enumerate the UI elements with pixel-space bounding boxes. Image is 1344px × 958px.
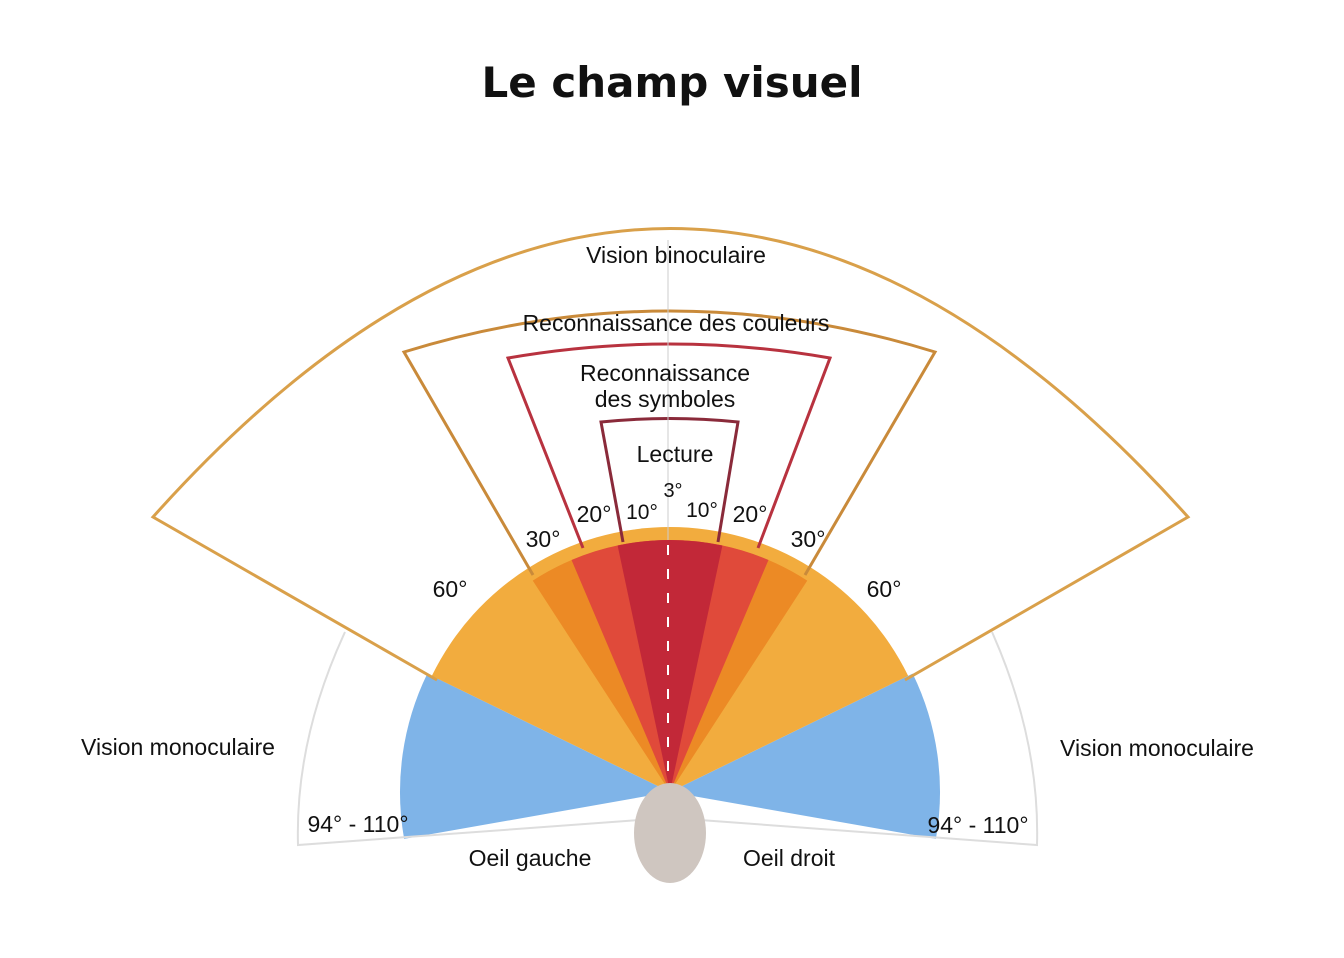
label-3deg: 3° xyxy=(663,480,682,502)
label-30deg-left: 30° xyxy=(526,526,561,552)
reading-outline xyxy=(599,417,740,543)
head-icon xyxy=(634,783,706,883)
label-symbols-2: des symboles xyxy=(595,386,736,412)
label-20deg-left: 20° xyxy=(577,501,612,527)
monocular-right-outline xyxy=(699,631,1039,847)
label-range-right: 94° - 110° xyxy=(927,812,1028,838)
label-60deg-right: 60° xyxy=(867,576,902,602)
symbols-outline xyxy=(505,342,833,549)
monocular-left-outline xyxy=(296,631,641,847)
label-colors: Reconnaissance des couleurs xyxy=(523,310,830,336)
label-60deg-left: 60° xyxy=(433,576,468,602)
binocular-outline xyxy=(150,227,1191,682)
monocular-right-sector xyxy=(670,673,940,839)
label-20deg-right: 20° xyxy=(733,501,768,527)
label-eye-left: Oeil gauche xyxy=(469,845,592,871)
colors-outline xyxy=(401,309,938,576)
label-10deg-left: 10° xyxy=(626,501,658,524)
label-binocular: Vision binoculaire xyxy=(586,242,766,268)
label-mono-right: Vision monoculaire xyxy=(1060,735,1254,761)
label-symbols-1: Reconnaissance xyxy=(580,360,750,386)
label-eye-right: Oeil droit xyxy=(743,845,836,871)
label-30deg-right: 30° xyxy=(791,526,826,552)
reading-sector xyxy=(617,540,723,792)
monocular-left-sector xyxy=(400,673,670,839)
label-reading: Lecture xyxy=(637,441,714,467)
page-title: Le champ visuel xyxy=(481,58,863,107)
label-mono-left: Vision monoculaire xyxy=(81,734,275,760)
label-range-left: 94° - 110° xyxy=(307,811,408,837)
label-10deg-right: 10° xyxy=(686,499,718,522)
